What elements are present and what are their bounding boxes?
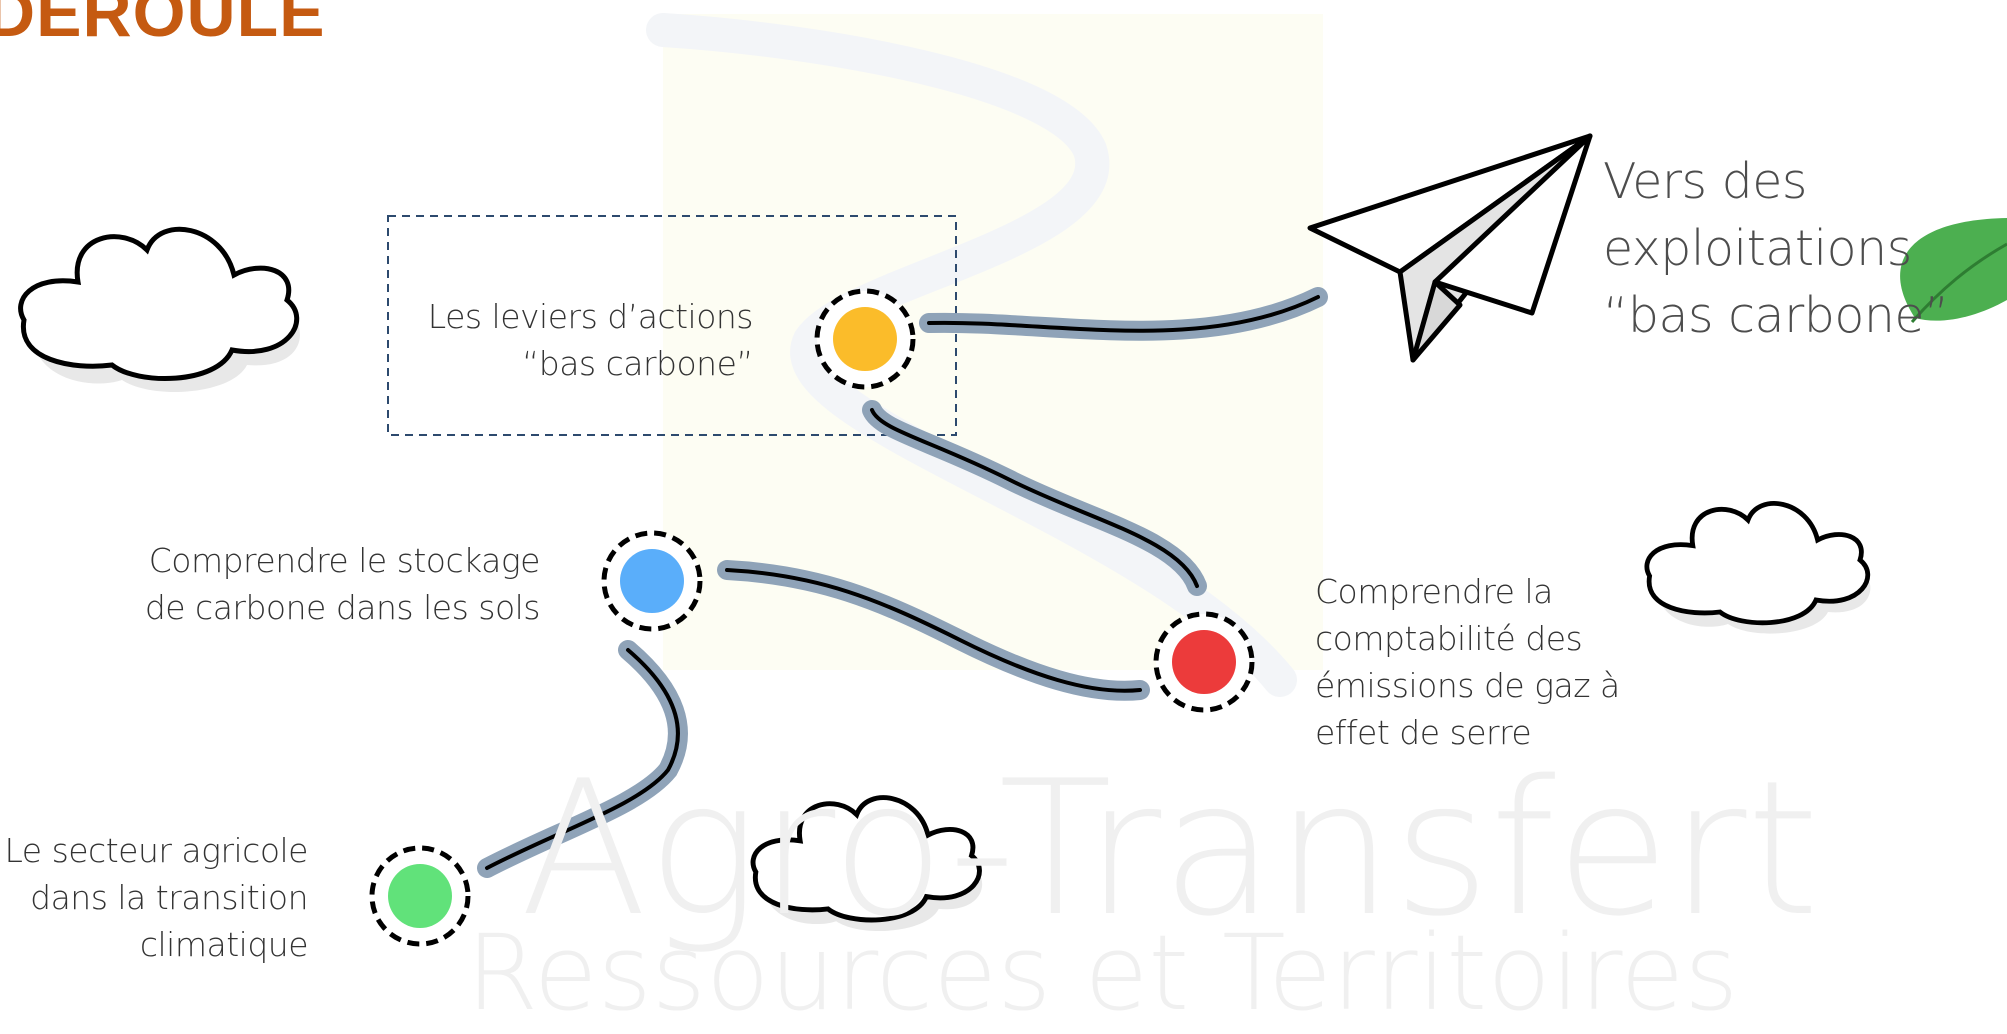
step-label-line: de carbone dans les sols <box>144 588 541 627</box>
step-label-line: émissions de gaz à <box>1315 666 1620 705</box>
step-label-line: Comprendre le stockage <box>148 541 541 580</box>
step-label-secteur: Le secteur agricole dans la transition c… <box>4 827 308 968</box>
step-label-line: comptabilité des <box>1315 619 1583 658</box>
destination-label-line: Vers des <box>1603 153 1807 210</box>
step-label-line: Le secteur agricole <box>4 831 308 870</box>
step-node-stockage[interactable] <box>601 530 703 632</box>
leaf-icon <box>1900 218 2007 323</box>
destination-label: Vers des exploitations “bas carbone” <box>1603 148 1949 349</box>
watermark-brand: Agro-Transfert <box>520 740 1820 957</box>
path-segments <box>477 287 1328 878</box>
step-label-line: effet de serre <box>1315 713 1532 752</box>
step-label-comptabilite: Comprendre la comptabilité des émissions… <box>1315 568 1620 756</box>
step-label-line: “bas carbone” <box>522 344 753 383</box>
destination-label-line: exploitations <box>1603 220 1912 277</box>
page-title: DÉROULÉ <box>0 0 326 51</box>
step-label-leviers: Les leviers d’actions “bas carbone” <box>427 293 754 387</box>
destination-label-line: “bas carbone” <box>1603 287 1949 344</box>
step-node-secteur[interactable] <box>369 845 471 947</box>
watermark-tagline: Ressources et Territoires <box>466 912 1739 1034</box>
step-node-leviers[interactable] <box>814 288 916 390</box>
step-label-line: Comprendre la <box>1315 572 1553 611</box>
step-label-line: climatique <box>139 925 309 964</box>
step-label-stockage: Comprendre le stockage de carbone dans l… <box>144 537 541 631</box>
step-node-comptabilite[interactable] <box>1153 611 1255 713</box>
paper-plane-icon <box>1307 133 1593 363</box>
cloud-icon <box>1644 501 1871 634</box>
cloud-icon <box>18 226 300 392</box>
road-background <box>646 13 1323 697</box>
step-label-line: dans la transition <box>30 878 308 917</box>
step-label-line: Les leviers d’actions <box>427 297 754 336</box>
cloud-icon <box>750 795 983 932</box>
